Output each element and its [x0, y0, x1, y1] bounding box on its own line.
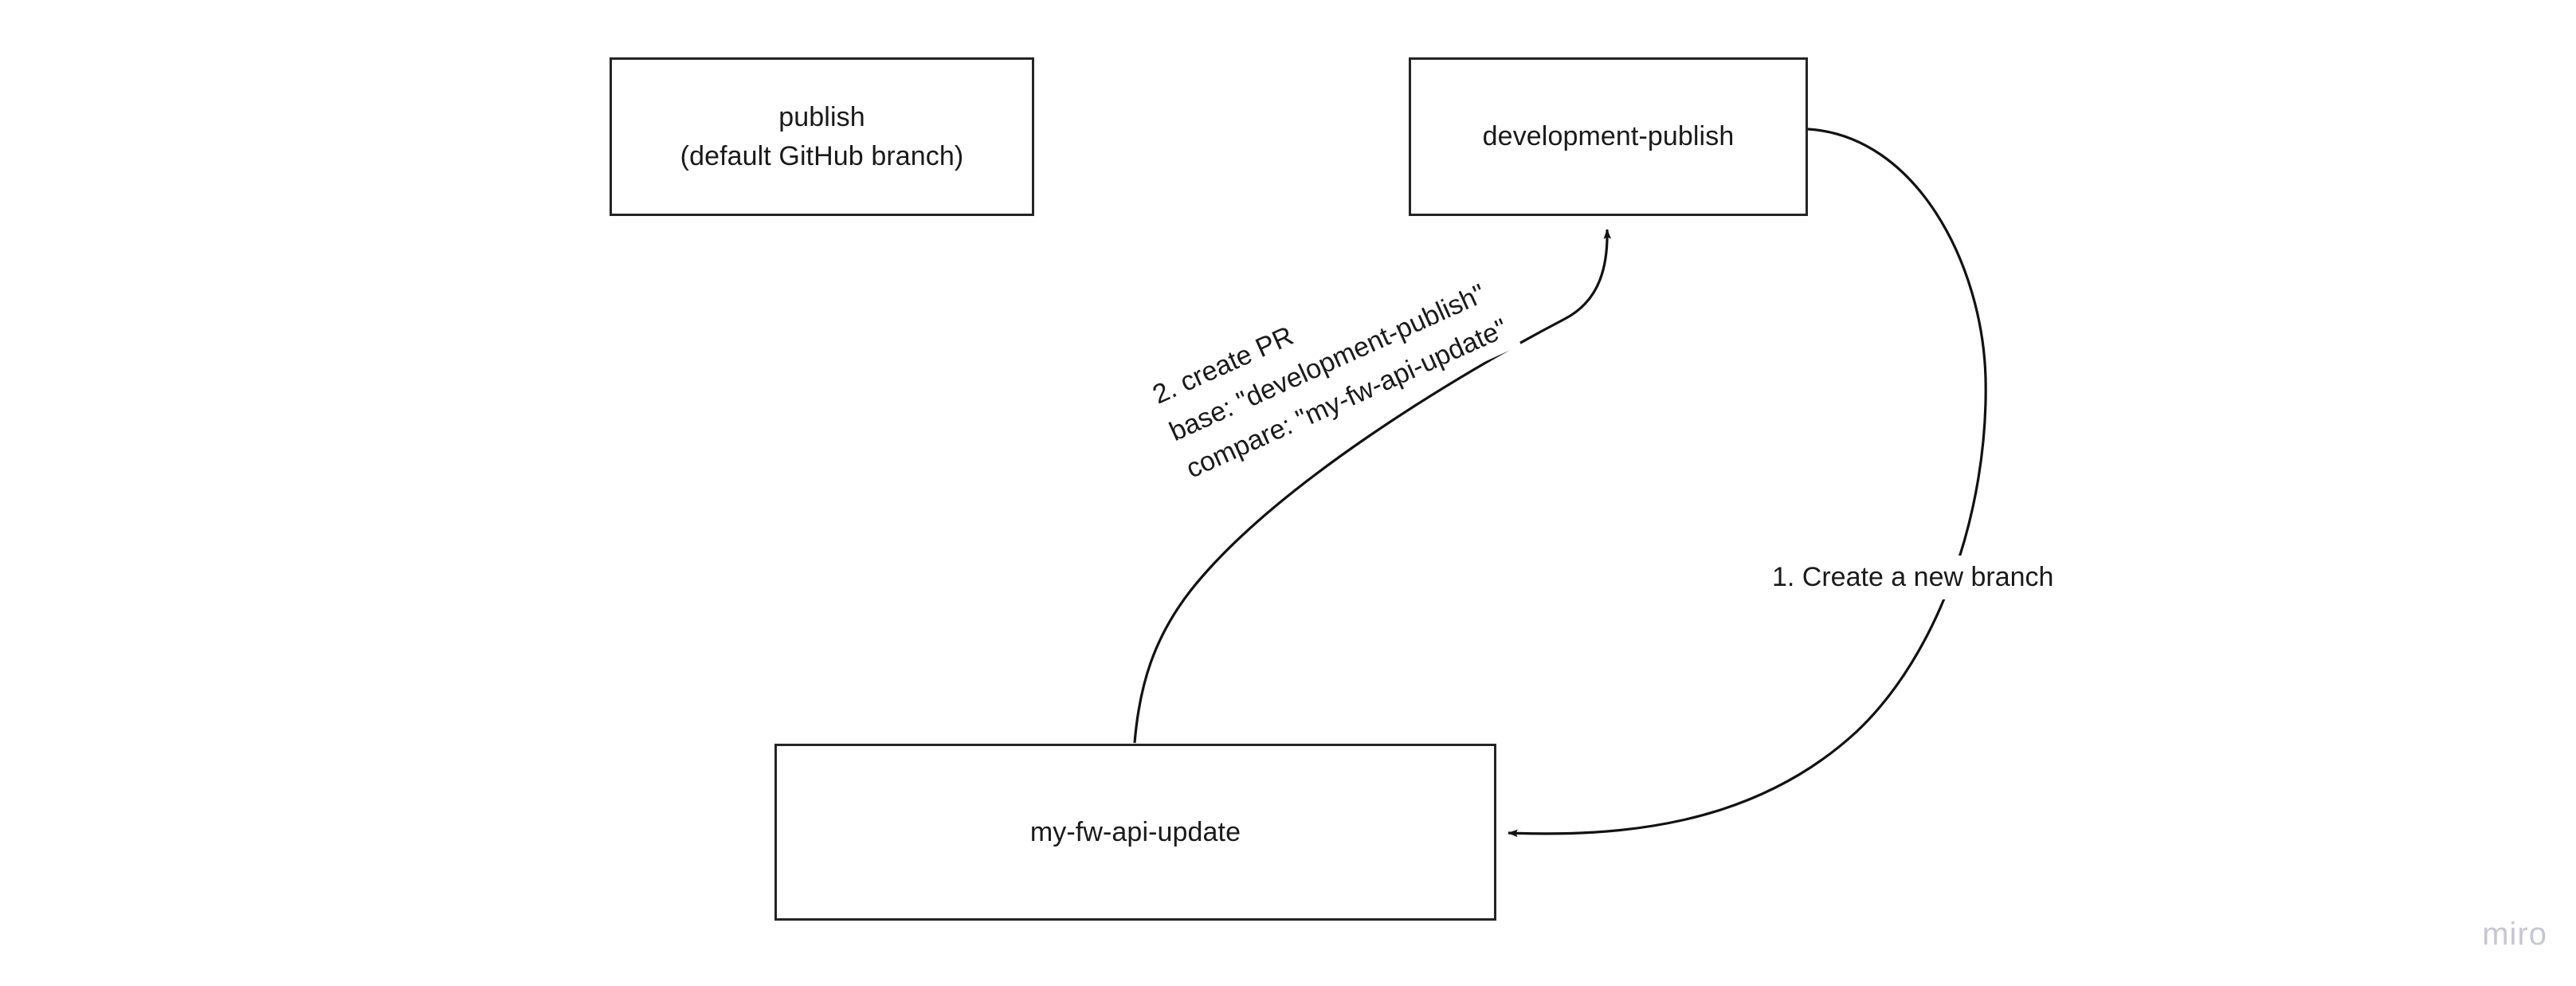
edge-label-create-branch: 1. Create a new branch [1767, 556, 2059, 599]
node-my-fw-api-update[interactable]: my-fw-api-update [774, 744, 1496, 921]
edge-create-pr-path [1133, 229, 1612, 744]
edge-create-branch-path [1508, 128, 1987, 838]
node-publish[interactable]: publish (default GitHub branch) [610, 57, 1034, 216]
node-publish-label: publish (default GitHub branch) [680, 102, 964, 171]
miro-watermark: miro [2482, 917, 2547, 952]
node-my-fw-api-update-label: my-fw-api-update [1029, 816, 1241, 847]
node-development-publish[interactable]: development-publish [1409, 57, 1808, 216]
node-development-publish-label: development-publish [1482, 121, 1735, 152]
